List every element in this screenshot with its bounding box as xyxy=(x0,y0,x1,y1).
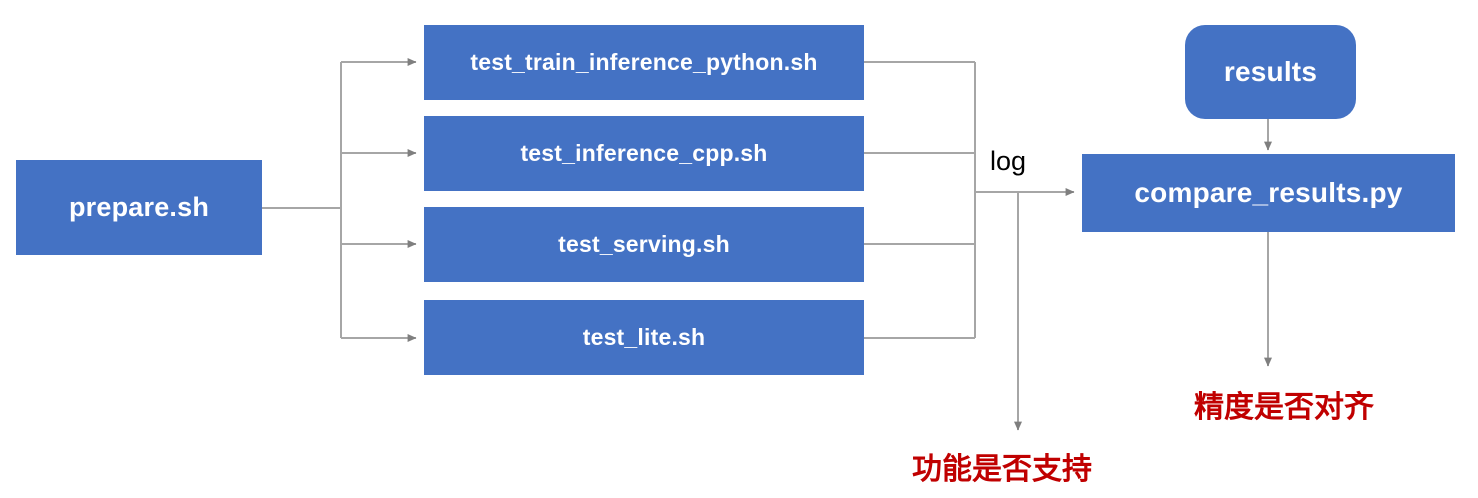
edge-label-log: log xyxy=(990,146,1027,176)
node-test-serving-sh[interactable]: test_serving.sh xyxy=(424,207,864,282)
node-test-lite-sh[interactable]: test_lite.sh xyxy=(424,300,864,375)
node-test-inference-cpp-sh[interactable]: test_inference_cpp.sh xyxy=(424,116,864,191)
note-function-support: 功能是否支持 xyxy=(912,452,1092,487)
node-compare-results-py[interactable]: compare_results.py xyxy=(1082,154,1455,232)
node-test-train-inference-python-sh[interactable]: test_train_inference_python.sh xyxy=(424,25,864,100)
note-precision-aligned: 精度是否对齐 xyxy=(1194,390,1374,425)
node-prepare-sh[interactable]: prepare.sh xyxy=(16,160,262,255)
node-results[interactable]: results xyxy=(1185,25,1356,119)
